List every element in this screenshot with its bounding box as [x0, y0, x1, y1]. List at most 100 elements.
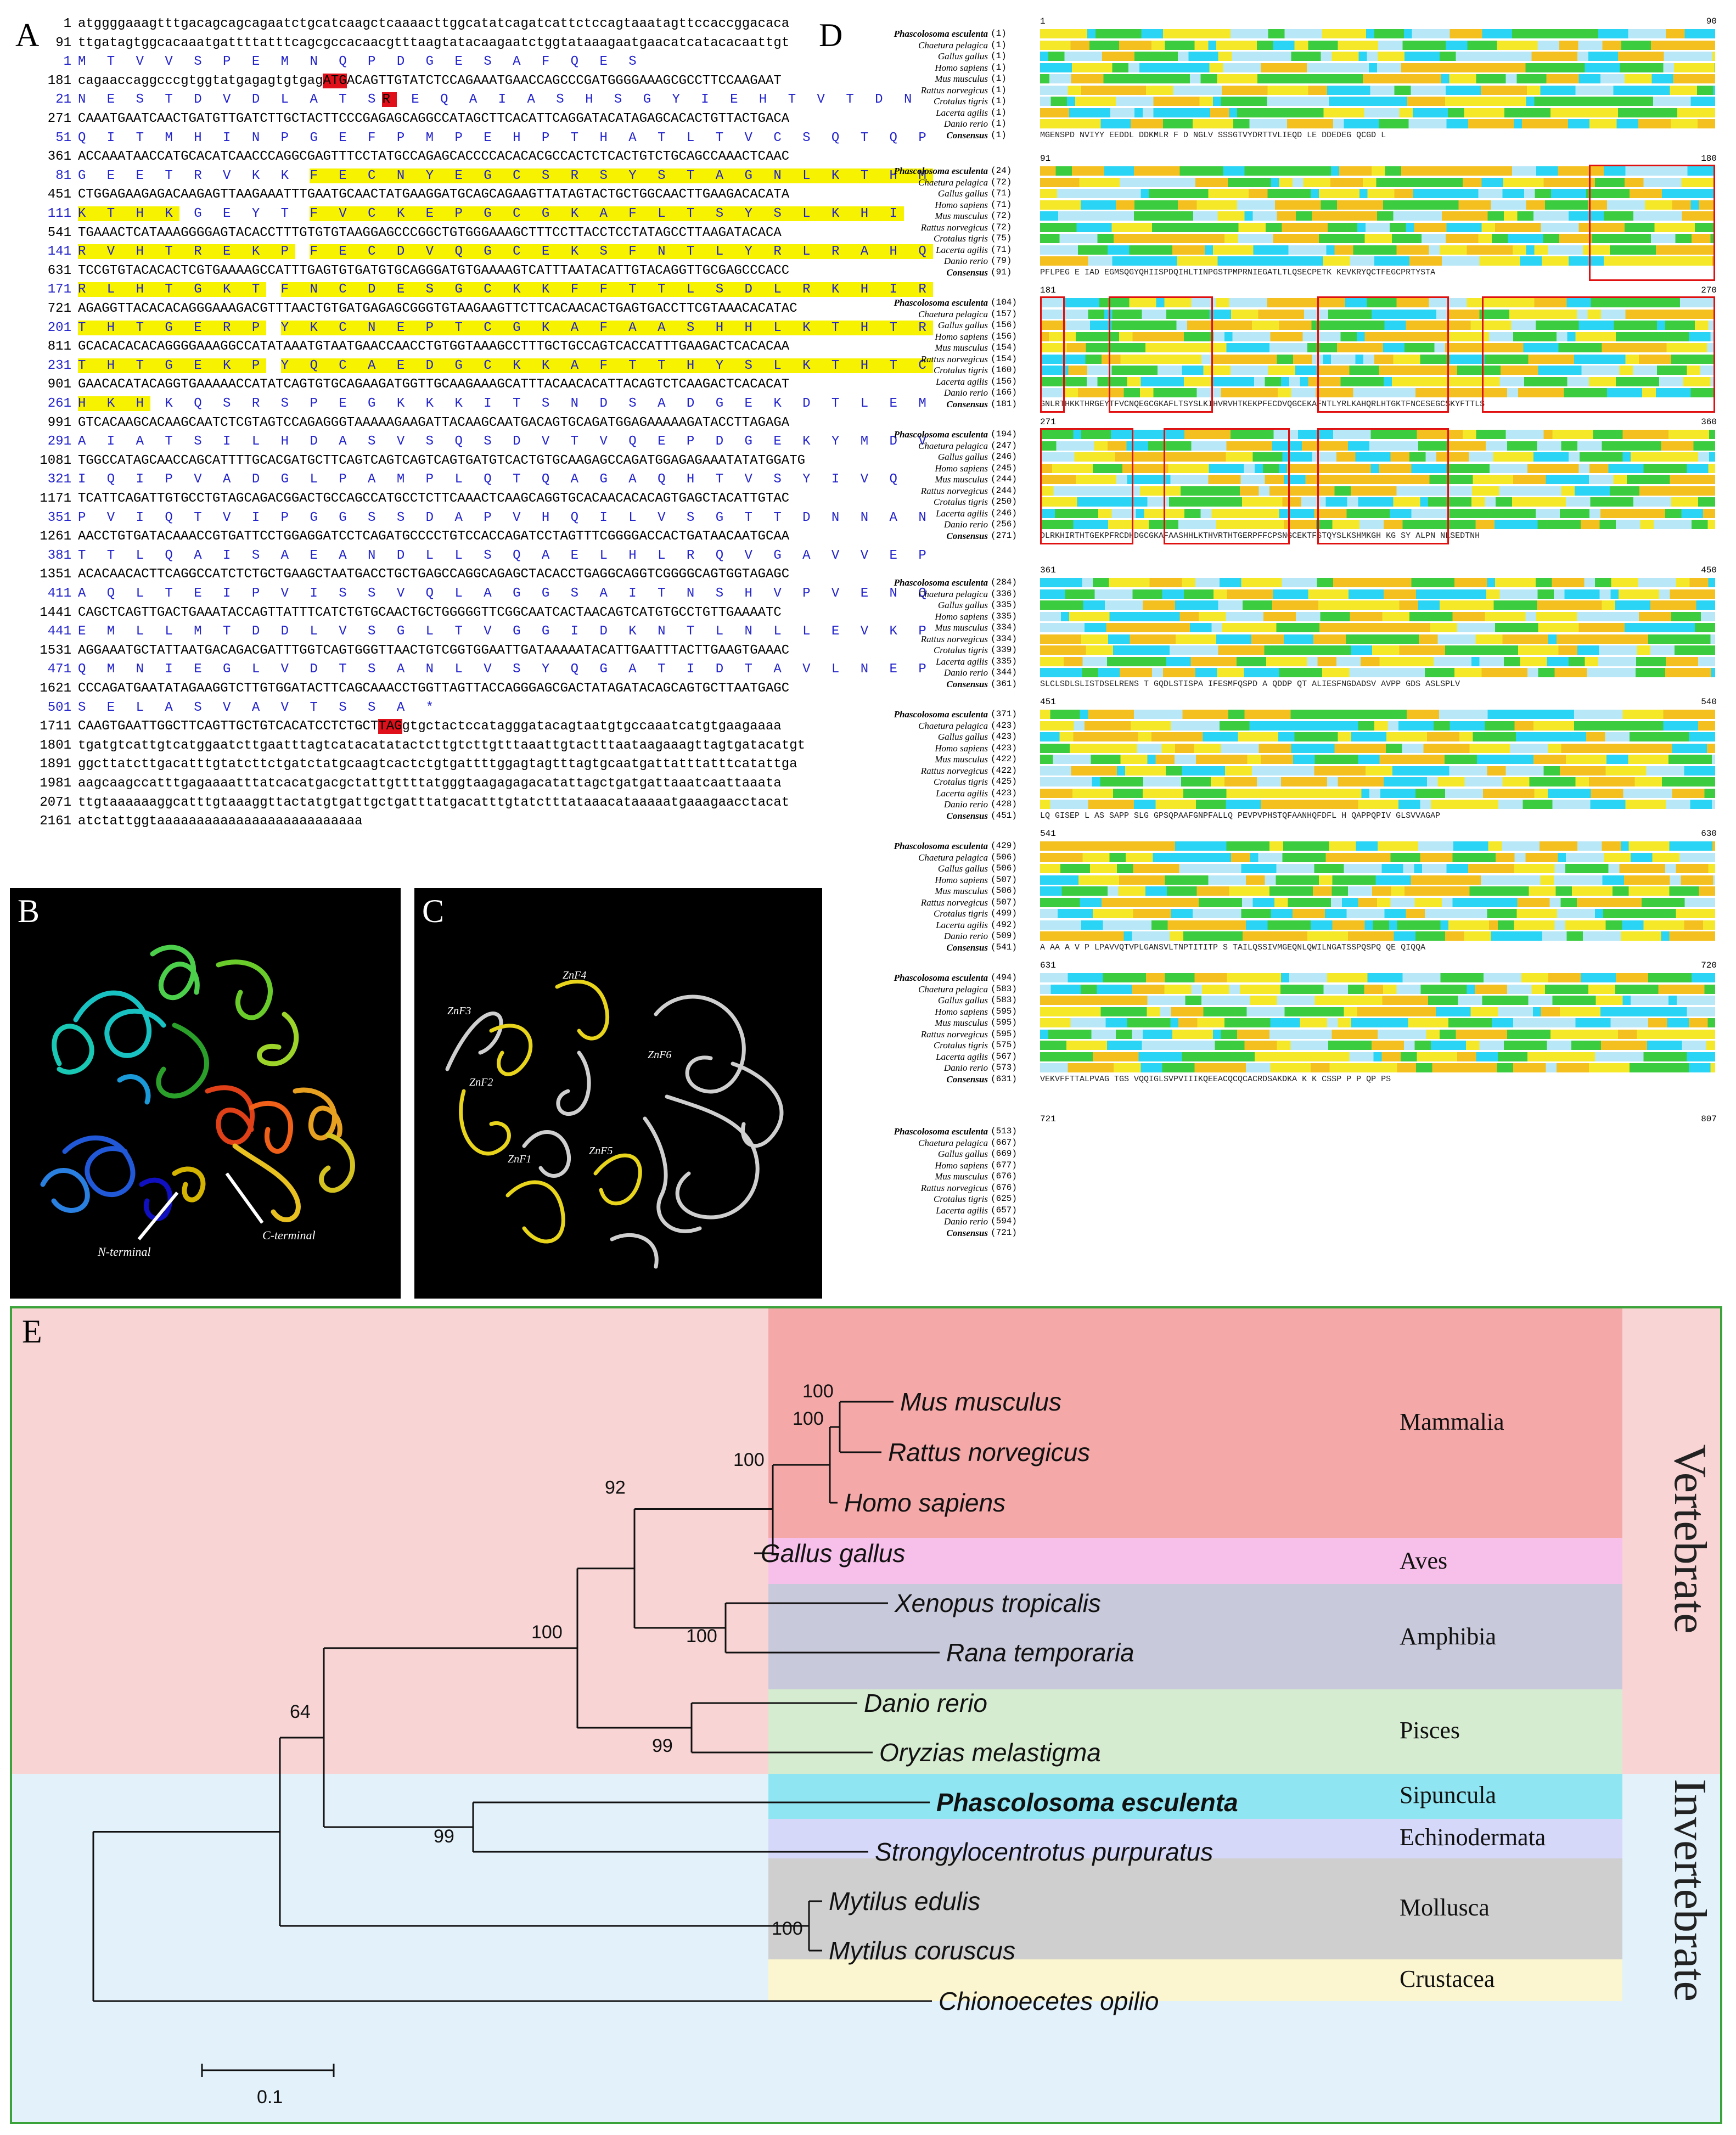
alignment-position: (250) — [991, 497, 1018, 507]
consensus-sequence: A AA A V P LPAVVQTVPLGANSVLTNPTITITP S T… — [1040, 942, 1426, 952]
zinc-finger-box — [1109, 296, 1213, 413]
zinc-finger-structure-image: ZnF3 ZnF4 ZnF2 ZnF6 ZnF1 ZnF5 — [445, 969, 784, 1269]
species-leaf-label: Mytilus coruscus — [829, 1936, 1015, 1965]
aligned-sequence — [1040, 211, 1715, 221]
amphibia-band — [768, 1584, 1622, 1689]
aligned-sequence — [1040, 852, 1715, 862]
aligned-sequence — [1040, 721, 1715, 731]
species-leaf-label: Mus musculus — [900, 1387, 1061, 1416]
aligned-sequence — [1040, 486, 1715, 496]
zinc-finger-highlight: T H T G E K P — [78, 358, 267, 373]
aligned-sequence — [1040, 864, 1715, 873]
species-name: Phascolosoma esculenta — [894, 577, 988, 588]
species-leaf-label: Phascolosoma esculenta — [936, 1788, 1238, 1817]
aligned-sequence — [1040, 668, 1715, 677]
crustacea-band — [768, 1959, 1622, 2001]
sequence-position: 1801 — [40, 738, 71, 753]
alignment-position: (506) — [991, 852, 1018, 862]
sipuncula-band — [768, 1774, 1622, 1819]
aligned-sequence — [1040, 256, 1715, 266]
aligned-sequence — [1040, 1161, 1715, 1170]
sequence-position: 721 — [47, 301, 71, 316]
zinc-finger-box — [1040, 428, 1133, 544]
species-name: Mus musculus — [935, 211, 988, 221]
alignment-position: (595) — [991, 1018, 1018, 1027]
sequence-text: K Q S R S P E G K K K I T S N D S A D G … — [150, 396, 933, 411]
aligned-sequence — [1040, 40, 1715, 50]
species-name: Consensus — [946, 1227, 988, 1238]
sequence-text: tgatgtcattgtcatggaatcttgaatttagtcatacata… — [78, 738, 806, 753]
sequence-text: G E Y T — [179, 206, 310, 221]
species-name: Lacerta agilis — [936, 508, 988, 519]
species-name: Danio rerio — [943, 931, 988, 941]
aligned-sequence — [1040, 743, 1715, 753]
alignment-position: (595) — [991, 1006, 1018, 1016]
sequence-text: E Q A I A S H S G Y I E H T V T D N — [396, 92, 919, 108]
ruler-end: 270 — [1701, 285, 1717, 295]
ruler-start: 541 — [1040, 829, 1056, 839]
sequence-text: gtgctactccatagggatacagtaatgtgccaaatcatgt… — [402, 719, 782, 734]
ruler-start: 721 — [1040, 1114, 1056, 1124]
sequence-position: 1081 — [40, 453, 71, 468]
zinc-finger-highlight: F V C K E P G C G K A F L T S Y S L K H … — [310, 206, 904, 221]
species-name: Chaetura pelagica — [918, 177, 988, 188]
species-name: Gallus gallus — [937, 995, 988, 1005]
sequence-text: GTCACAAGCACAAGCAATCTCGTAGTCCAGAGGGTAAAAA… — [78, 415, 790, 430]
aligned-sequence — [1040, 119, 1715, 128]
zinc-finger-highlight: Y K C N E P T C G K A F A A S H H L K T … — [280, 320, 933, 335]
sequence-text: AACCTGTGATACAAACCGTGATTCCTGGAGGATCCTCAGA… — [78, 529, 790, 544]
species-name: Lacerta agilis — [936, 919, 988, 930]
sequence-position: 21 — [55, 92, 71, 108]
ruler-end: 807 — [1701, 1114, 1717, 1124]
alignment-position: (669) — [991, 1149, 1018, 1159]
aligned-sequence — [1040, 1172, 1715, 1181]
aligned-sequence — [1040, 463, 1715, 473]
sequence-position: 81 — [55, 168, 71, 183]
species-name: Chaetura pelagica — [918, 984, 988, 995]
species-name: Homo sapiens — [935, 743, 988, 754]
species-name: Crotalus tigris — [933, 908, 988, 919]
vertebrate-clade-label: Vertebrate — [1665, 1444, 1716, 1633]
aligned-sequence — [1040, 388, 1715, 397]
alignment-position: (575) — [991, 1040, 1018, 1050]
ruler-start: 271 — [1040, 417, 1056, 427]
alignment-position: (631) — [991, 1074, 1018, 1084]
species-name: Phascolosoma esculenta — [894, 429, 988, 440]
alignment-position: (154) — [991, 353, 1018, 364]
sequence-text: ggcttatcttgacatttgtatcttctgatctatgcaagtc… — [78, 757, 797, 772]
sequence-text: P V I Q T V I P G G S S D A P V H Q I L … — [78, 510, 933, 525]
aligned-sequence — [1040, 452, 1715, 462]
species-name: Rattus norvegicus — [920, 1182, 988, 1193]
aligned-sequence — [1040, 766, 1715, 776]
sequence-position: 351 — [47, 510, 71, 525]
sequence-text: CAAATGAATCAACTGATGTTGATCTTGCTACTTCCCGAGA… — [78, 111, 790, 126]
codon-highlight: R — [382, 92, 397, 108]
species-name: Gallus gallus — [937, 320, 988, 330]
alignment-position: (104) — [991, 297, 1018, 307]
species-name: Danio rerio — [943, 519, 988, 530]
alignment-position: (246) — [991, 452, 1018, 462]
sequence-position: 901 — [47, 377, 71, 392]
alignment-position: (335) — [991, 611, 1018, 621]
znf1-label: ZnF1 — [508, 1153, 531, 1165]
aligned-sequence — [1040, 1217, 1715, 1226]
aligned-sequence — [1040, 1183, 1715, 1193]
aligned-sequence — [1040, 578, 1715, 587]
alignment-position: (194) — [991, 429, 1018, 439]
alignment-position: (509) — [991, 931, 1018, 941]
species-name: Homo sapiens — [935, 463, 988, 474]
sequence-text: TCATTCAGATTGTGCCTGTAGCAGACGGACTGCCAGCCAT… — [78, 491, 790, 506]
species-name: Danio rerio — [943, 1216, 988, 1227]
alignment-position: (156) — [991, 320, 1018, 330]
species-name: Chaetura pelagica — [918, 1137, 988, 1148]
alignment-position: (567) — [991, 1051, 1018, 1061]
znf2-label: ZnF2 — [469, 1076, 493, 1088]
alignment-position: (72) — [991, 211, 1012, 221]
